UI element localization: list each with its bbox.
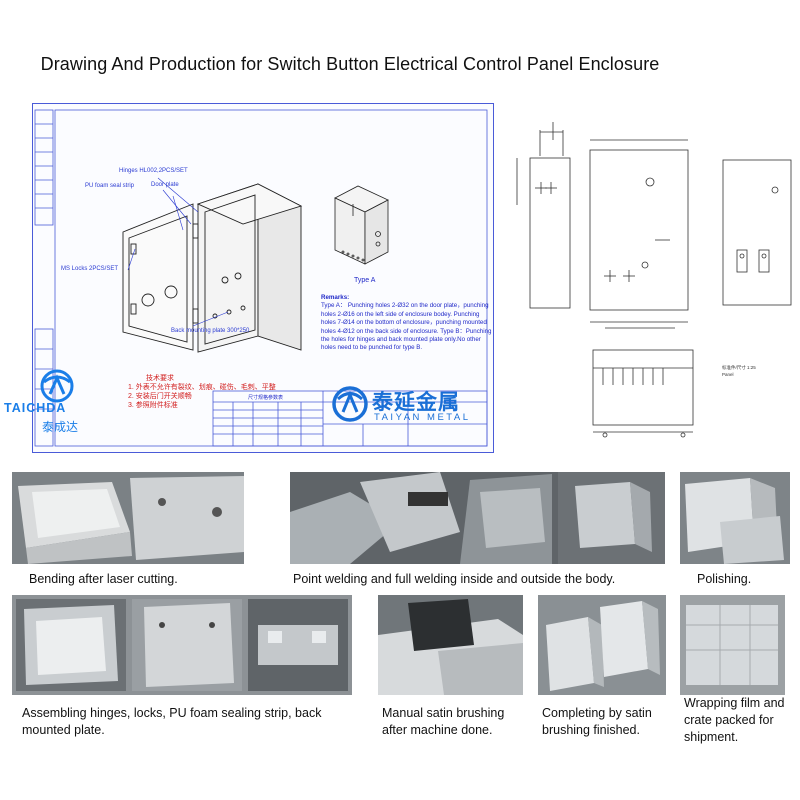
photo-polishing	[680, 472, 790, 564]
caption-completing: Completing by satin brushing finished.	[542, 706, 652, 737]
technical-drawing-sheet: Hinges HL002,2PCS/SET PU foam seal strip…	[32, 103, 494, 453]
orthographic-linework	[516, 122, 792, 438]
photo-assembling	[12, 595, 352, 695]
callout-hinges: Hinges HL002,2PCS/SET	[119, 168, 188, 174]
caption-polishing: Polishing.	[697, 572, 752, 586]
taiyan-logo: 泰延金属 TAIYAN METAL	[330, 384, 490, 434]
photo-bending	[12, 472, 244, 564]
tech-requirement-line: 2. 安装后门开关顺畅	[128, 393, 192, 400]
page-title: Drawing And Production for Switch Button…	[40, 54, 660, 74]
photo-completing	[538, 595, 666, 695]
logo-left-cn: 泰成达	[42, 420, 79, 434]
logo-mid-cn: 泰延金属	[372, 391, 460, 414]
drawing-note-line: Panel	[722, 372, 734, 377]
orthographic-views	[505, 110, 795, 455]
caption-assembling: Assembling hinges, locks, PU foam sealin…	[22, 706, 322, 737]
taichda-logo: TAICHDA 泰成达	[4, 368, 104, 438]
callout-door: Door plate	[151, 182, 179, 188]
drawing-linework	[34, 109, 488, 447]
caption-wrapping: Wrapping film and crate packed for shipm…	[684, 696, 785, 744]
drawing-note-line: 标准件/尺寸 1:25	[722, 365, 756, 370]
remarks-text: Type A： Punching holes 2-Ø32 on the door…	[321, 302, 492, 352]
remarks-title: Remarks:	[321, 294, 350, 301]
photo-wrapping	[680, 595, 785, 695]
logo-mid-en: TAIYAN METAL	[374, 412, 471, 423]
caption-brushing: Manual satin brushing after machine done…	[382, 706, 505, 737]
remarks: Remarks: Type A： Punching holes 2-Ø32 on…	[321, 294, 493, 353]
tech-requirements: 技术要求 1. 外表不允许有裂纹、划痕、碰伤、毛刺、平整 2. 安装后门开关顺畅…	[128, 374, 276, 410]
globe-logo-icon	[40, 369, 74, 403]
drawing-note: 标准件/尺寸 1:25 Panel	[722, 364, 756, 378]
caption-welding: Point welding and full welding inside an…	[293, 572, 616, 586]
caption-bending: Bending after laser cutting.	[29, 572, 178, 586]
tech-requirement-line: 3. 参照附件标准	[128, 402, 178, 409]
logo-left-en: TAICHDA	[4, 401, 67, 415]
spec-table-title: 尺寸规格参数表	[248, 395, 284, 401]
photo-brushing	[378, 595, 523, 695]
tech-requirement-line: 1. 外表不允许有裂纹、划痕、碰伤、毛刺、平整	[128, 384, 276, 391]
photo-welding	[290, 472, 665, 564]
callout-mount: Back mounting plate 300*250	[171, 328, 250, 334]
globe-logo-icon	[332, 386, 368, 422]
type-a-label: Type A	[354, 277, 376, 284]
tech-requirements-title: 技术要求	[146, 375, 174, 382]
callout-foam: PU foam seal strip	[85, 183, 135, 189]
callout-locks: MS Locks 2PCS/SET	[61, 266, 119, 272]
